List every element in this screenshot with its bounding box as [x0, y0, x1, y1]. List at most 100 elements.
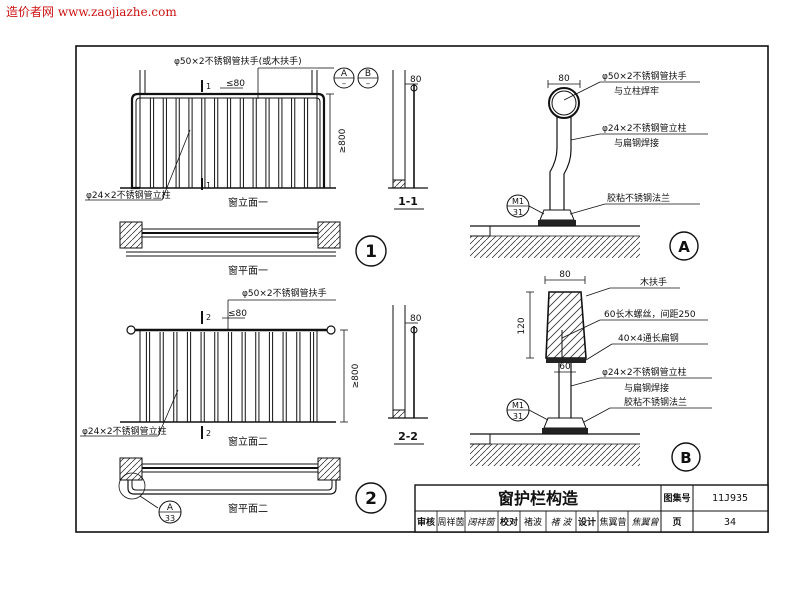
checker-signature: 褚 波	[551, 517, 574, 528]
post-label: φ24×2不锈钢管立柱	[86, 189, 171, 201]
wall-section	[317, 457, 341, 481]
wall-section	[317, 221, 341, 249]
flat-steel	[546, 358, 586, 363]
post-label-1: φ24×2不锈钢管立柱	[602, 366, 687, 378]
leader-line	[157, 389, 179, 437]
balusters	[149, 98, 309, 188]
flange-label: 胶粘不锈钢法兰	[607, 192, 670, 204]
handrail-plan	[127, 480, 337, 495]
title-block: 窗护栏构造 图集号 11J935 页 34 审核 周祥茵 阔祥茵 校对 褚波 褚…	[414, 484, 769, 533]
section-title: 2-2	[398, 430, 418, 443]
section-mark-label: 2	[206, 429, 211, 438]
ref-code: M1	[512, 401, 524, 410]
callout-letter: A	[167, 503, 174, 513]
atlas-number: 11J935	[712, 493, 748, 504]
flat-steel	[538, 220, 576, 226]
callout-b-letter: B	[365, 69, 371, 79]
watermark-url: www.zaojiazhe.com	[57, 5, 177, 19]
detail-number-circle	[355, 235, 387, 267]
detail-2: ≥800 ≤80 2 2 φ50×2不锈钢管扶手 φ24×2不锈钢管立柱 窗立面…	[80, 287, 428, 524]
leader-line	[583, 407, 611, 423]
detail-b: 80 120 60 木扶手 60长木螺丝，间距250 40×4通长扁钢 φ24×…	[470, 270, 712, 472]
review-label: 审核	[417, 516, 435, 528]
concrete-hatch	[470, 444, 640, 466]
page-label: 页	[672, 517, 681, 528]
concrete-hatch	[470, 236, 640, 258]
detail-number-circle	[355, 482, 387, 514]
leader-line	[570, 377, 601, 387]
post-tube	[549, 117, 558, 210]
handrail-label: φ50×2不锈钢管扶手	[242, 287, 327, 299]
section-sill	[392, 409, 406, 419]
ref-sheet: 31	[513, 412, 523, 421]
handrail-label-2: 与立柱焊牢	[614, 85, 659, 97]
handrail-frame-inner	[135, 97, 321, 188]
watermark-site-name: 造价者网	[6, 5, 55, 19]
post-label-2: 与扁钢焊接	[624, 382, 669, 394]
designer-name: 焦翼曾	[599, 516, 626, 528]
plan-title: 窗平面一	[228, 264, 268, 277]
handrail-label: φ50×2不锈钢管扶手(或木扶手)	[174, 55, 302, 67]
height-dimension-label: ≥800	[338, 128, 348, 153]
sill-edge	[470, 225, 491, 237]
designer-signature: 焦翼曾	[631, 517, 659, 528]
reviewer-name: 周祥茵	[437, 516, 464, 528]
post-width-dimension-label: 60	[559, 362, 571, 372]
section-mark-label: 1	[206, 181, 211, 190]
height-dimension-label: 120	[517, 317, 527, 334]
callout-sheet: 33	[165, 514, 175, 523]
section-dimension-label: 80	[410, 314, 422, 324]
section-sill	[392, 179, 406, 189]
handrail-label-1: φ50×2不锈钢管扶手	[602, 70, 687, 82]
steel-label: 40×4通长扁钢	[618, 332, 679, 344]
section-mark-label: 2	[206, 313, 211, 322]
post-tube	[563, 117, 572, 210]
drawing-title: 窗护栏构造	[498, 489, 579, 508]
balusters	[145, 332, 315, 422]
detail-number: 2	[365, 489, 377, 509]
leader-line	[570, 133, 601, 141]
flange-label: 胶粘不锈钢法兰	[624, 396, 687, 408]
leader-line	[139, 495, 159, 509]
section-handrail	[410, 84, 418, 92]
leader-line	[569, 203, 606, 215]
spacing-dimension-label: ≤80	[226, 79, 245, 89]
checker-name: 褚波	[524, 516, 542, 528]
detail-callout-circle	[118, 472, 146, 500]
callout-a-letter: A	[341, 69, 348, 79]
detail-number: 1	[365, 242, 377, 262]
section-dimension-label: 80	[410, 75, 422, 85]
detail-letter: A	[678, 238, 690, 256]
plan-title: 窗平面二	[228, 502, 268, 515]
sill-edge	[470, 433, 491, 445]
callout-a-sheet: –	[342, 79, 346, 88]
handrail-end	[126, 325, 136, 335]
check-label: 校对	[500, 516, 518, 528]
leader-line	[585, 343, 613, 361]
title-block-frame	[414, 484, 769, 533]
height-dimension-label: ≥800	[351, 363, 361, 388]
flat-steel-base	[542, 428, 588, 434]
screw-label: 60长木螺丝，间距250	[604, 308, 696, 320]
wood-label: 木扶手	[640, 276, 667, 288]
callout-b-sheet: –	[366, 79, 370, 88]
post-label-2: 与扁钢焊接	[614, 137, 659, 149]
watermark: 造价者网 www.zaojiazhe.com	[6, 3, 177, 20]
design-label: 设计	[578, 516, 596, 528]
detail-letter: B	[680, 449, 691, 467]
page-number: 34	[724, 517, 736, 528]
wood-handrail	[545, 291, 587, 359]
detail-1: ≥800 ≤80 1 1 φ50×2不锈钢管扶手(或木扶手) A – B – φ…	[85, 55, 428, 277]
ref-code: M1	[512, 197, 524, 206]
elevation-title: 窗立面二	[228, 435, 268, 448]
width-dimension-label: 80	[559, 270, 571, 280]
section-title: 1-1	[398, 195, 418, 208]
leader-line	[528, 205, 545, 215]
post-label: φ24×2不锈钢管立柱	[82, 425, 167, 437]
handrail-frame	[130, 92, 326, 190]
detail-letter-circle	[671, 442, 701, 472]
atlas-label: 图集号	[663, 492, 690, 504]
flange	[543, 417, 587, 429]
handrail-end	[326, 325, 336, 335]
